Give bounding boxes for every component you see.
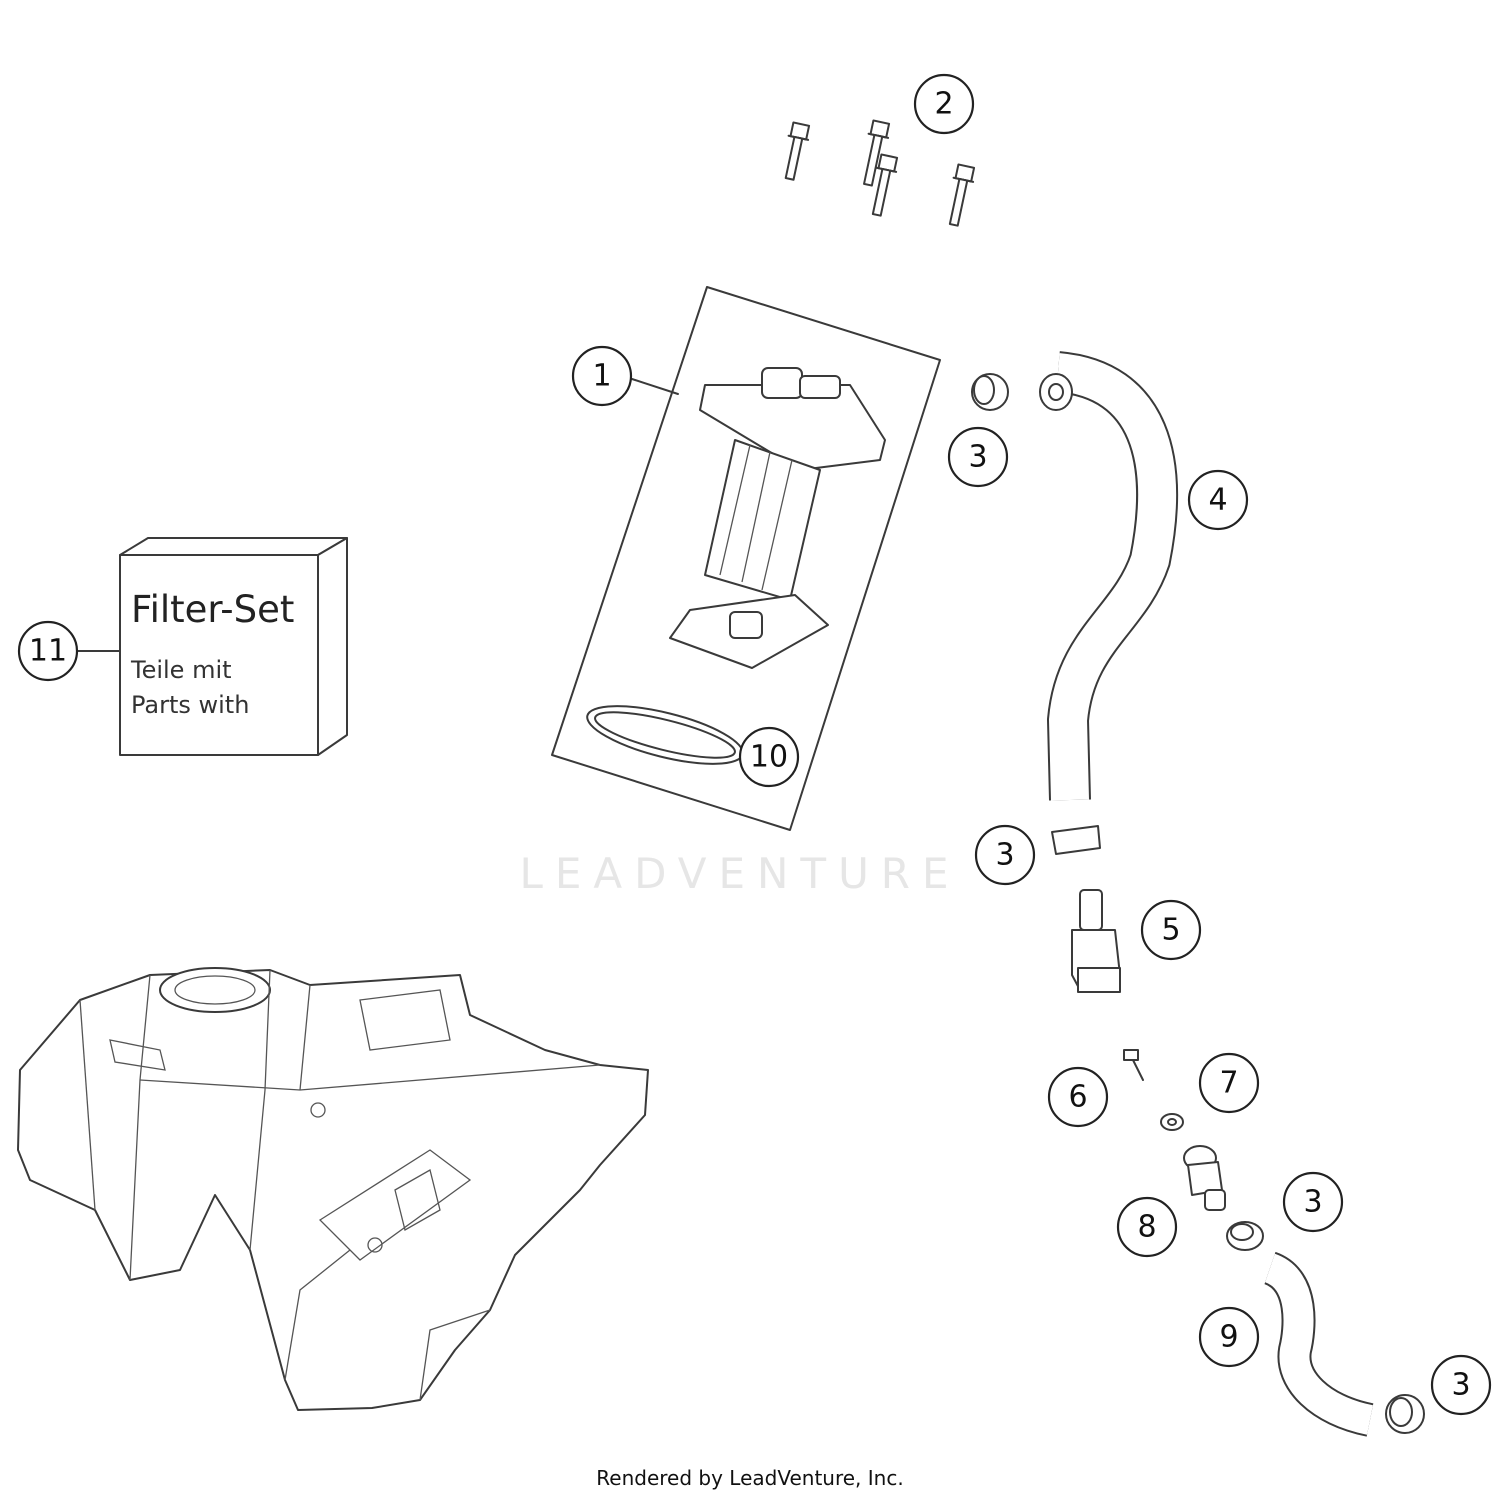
callout-8[interactable]: 8	[1116, 1196, 1178, 1258]
hose-clamp-lower[interactable]	[1226, 1221, 1264, 1251]
quick-connector[interactable]	[1071, 889, 1121, 993]
fuel-pump-assembly[interactable]	[551, 286, 941, 831]
callout-5[interactable]: 5	[1140, 899, 1202, 961]
fuel-tank[interactable]	[17, 967, 649, 1411]
filter-set-title: Filter-Set	[131, 588, 294, 631]
screw[interactable]	[1123, 1049, 1144, 1081]
bolts[interactable]	[780, 119, 976, 227]
callout-2-label: 2	[934, 87, 953, 122]
callout-3-top-label: 3	[968, 440, 987, 475]
filter-set-line1: Teile mit	[130, 656, 232, 684]
callout-3-lower[interactable]: 3	[1282, 1171, 1344, 1233]
callout-9-label: 9	[1219, 1320, 1238, 1355]
callout-1-label: 1	[592, 359, 611, 394]
fuel-hose[interactable]	[1039, 351, 1179, 801]
callout-10[interactable]: 10	[738, 726, 800, 788]
footer-credit: Rendered by LeadVenture, Inc.	[596, 1466, 904, 1490]
hose-clamp-middle[interactable]	[1051, 825, 1101, 855]
callout-4[interactable]: 4	[1187, 469, 1249, 531]
hose-clamp-top[interactable]	[971, 373, 1009, 411]
washer[interactable]	[1160, 1113, 1184, 1131]
callout-3-lower-label: 3	[1303, 1185, 1322, 1220]
callout-5-label: 5	[1161, 913, 1180, 948]
hose-clamp-bottom[interactable]	[1385, 1394, 1425, 1434]
callout-3-middle[interactable]: 3	[974, 824, 1036, 886]
valve[interactable]	[1183, 1145, 1226, 1211]
callout-8-label: 8	[1137, 1210, 1156, 1245]
callout-2[interactable]: 2	[913, 73, 975, 135]
callout-1[interactable]: 1	[571, 345, 633, 407]
callout-3-bottom[interactable]: 3	[1430, 1354, 1492, 1416]
callout-4-label: 4	[1208, 483, 1227, 518]
callout-3-bottom-label: 3	[1451, 1368, 1470, 1403]
leader-lines	[77, 378, 679, 652]
callout-7[interactable]: 7	[1198, 1052, 1260, 1114]
callout-6-label: 6	[1068, 1080, 1087, 1115]
watermark-text: LEADVENTURE	[519, 849, 960, 898]
callout-9[interactable]: 9	[1198, 1306, 1260, 1368]
callout-3-top[interactable]: 3	[947, 426, 1009, 488]
callout-11-label: 11	[29, 634, 67, 669]
vent-hose[interactable]	[1262, 1251, 1374, 1437]
callout-7-label: 7	[1219, 1066, 1238, 1101]
callout-3-middle-label: 3	[995, 838, 1014, 873]
filter-set-box[interactable]: Filter-Set Teile mit Parts with	[119, 537, 348, 756]
callout-10-label: 10	[750, 740, 788, 775]
callout-11[interactable]: 11	[17, 620, 79, 682]
callout-6[interactable]: 6	[1047, 1066, 1109, 1128]
filter-set-line2: Parts with	[131, 691, 249, 719]
